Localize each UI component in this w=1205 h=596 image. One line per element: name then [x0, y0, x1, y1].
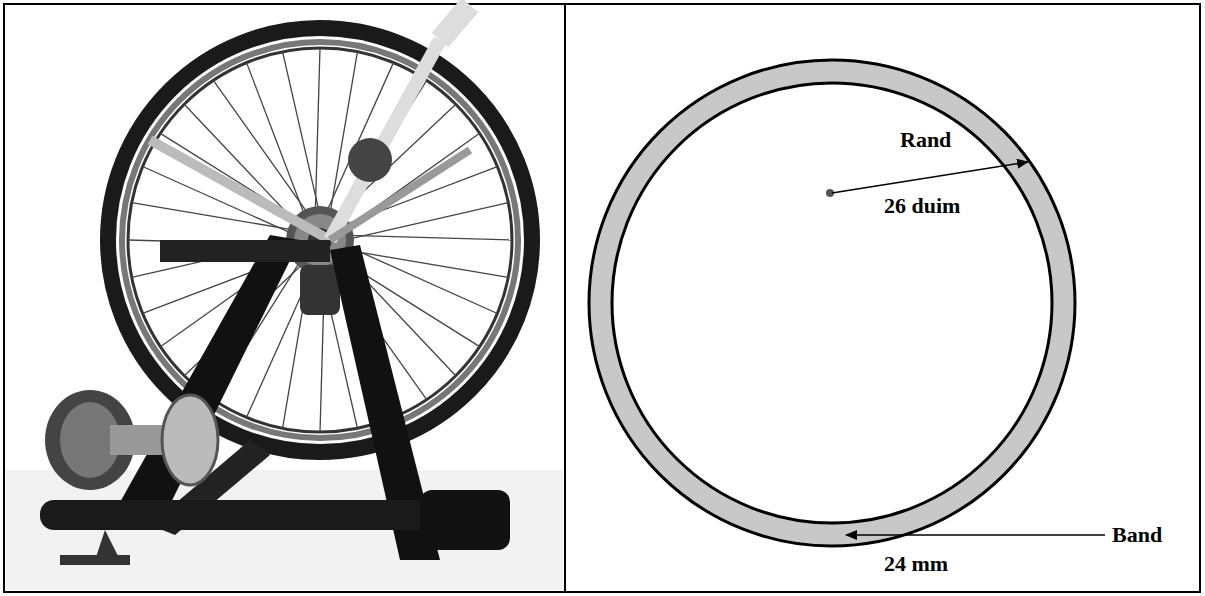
bicycle-photo: [6, 5, 563, 590]
photo-panel: [4, 4, 565, 592]
dimension-name: Rand: [900, 128, 951, 152]
band-leader: [846, 534, 1105, 536]
diagram-panel: [565, 4, 1200, 592]
radius-arrow: [832, 162, 1028, 193]
dimension-value: 24 mm: [884, 552, 948, 576]
dimension-value: 26 duim: [884, 194, 960, 218]
tyre-ring: [589, 60, 1075, 546]
dimension-name: Band: [1112, 523, 1162, 547]
